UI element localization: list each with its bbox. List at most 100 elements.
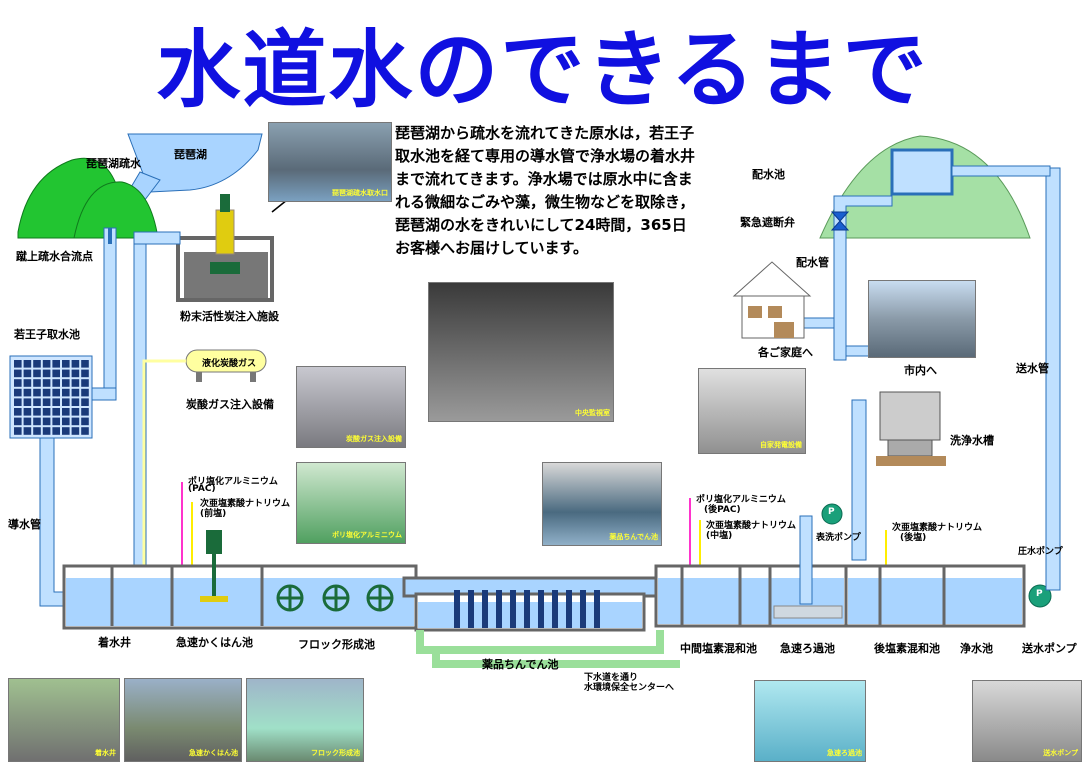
grid-cell — [42, 427, 51, 435]
grid-cell — [42, 417, 51, 426]
label-chakusui: 着水井 — [98, 636, 131, 649]
pipe-wash — [851, 399, 867, 561]
label-atoen: 後塩素混和池 — [874, 642, 940, 655]
grid-cell — [52, 408, 60, 416]
reservoir-tank — [890, 148, 954, 196]
photo-pac-room: ポリ塩化アルミニウム — [296, 462, 406, 544]
grid-cell — [71, 360, 80, 368]
grid-cell — [81, 388, 89, 397]
grid-cell — [33, 388, 41, 397]
grid-cell — [42, 398, 51, 406]
label-powder-carbon: 粉末活性炭注入施設 — [180, 310, 279, 323]
grid-cell — [52, 417, 60, 426]
chinden-plates — [454, 590, 600, 628]
label-pac-2: ポリ塩化アルミニウム — [696, 495, 786, 505]
grid-cell — [42, 379, 51, 387]
grid-cell — [71, 369, 80, 378]
photo-chakusui: 着水井 — [8, 678, 120, 762]
liquid-co2-tank — [185, 349, 267, 382]
powder-carbon-tank — [176, 194, 274, 302]
label-pac-1: ポリ塩化アルミニウム — [188, 477, 278, 487]
label-naocl-2b: (中塩) — [706, 531, 733, 541]
photo-caption: フロック形成池 — [311, 749, 360, 757]
label-co2-facility: 炭酸ガス注入設備 — [186, 398, 274, 411]
label-sewer-1: 下水道を通り — [584, 673, 639, 683]
photo-generator: 自家発電設備 — [698, 368, 806, 454]
grid-cell — [81, 379, 89, 387]
label-josui: 浄水池 — [960, 642, 993, 655]
label-emergency-valve: 緊急遮断弁 — [740, 216, 795, 229]
grid-cell — [23, 369, 32, 378]
grid-cell — [14, 408, 22, 416]
grid-cell — [14, 427, 22, 435]
grid-cell — [52, 427, 60, 435]
label-wash-tank: 洗浄水槽 — [950, 434, 994, 447]
label-keage: 蹴上疏水合流点 — [16, 250, 93, 263]
photo-caption: ポリ塩化アルミニウム — [332, 531, 402, 539]
grid-cell — [62, 427, 70, 435]
wash-water-tank — [876, 391, 946, 466]
pump-glyph-wash: P — [828, 507, 835, 517]
label-naocl-3: 次亜塩素酸ナトリウム — [892, 523, 983, 533]
grid-cell — [71, 398, 80, 406]
grid-cell — [81, 408, 89, 416]
photo-caption: 琵琶湖疏水取水口 — [332, 189, 388, 197]
grid-cell — [23, 427, 32, 435]
label-pac-2b: (後PAC) — [704, 505, 741, 515]
grid-cell — [62, 360, 70, 368]
label-liquid-co2: 液化炭酸ガス — [202, 359, 257, 369]
grid-cell — [42, 360, 51, 368]
grid-cell — [52, 398, 60, 406]
grid-cell — [33, 427, 41, 435]
label-nyakuoji: 若王子取水池 — [14, 328, 80, 341]
label-naocl-2: 次亜塩素酸ナトリウム — [706, 521, 797, 531]
label-naocl-1b: (前塩) — [200, 509, 227, 519]
grid-cell — [81, 398, 89, 406]
grid-cell — [42, 369, 51, 378]
grid-cell — [81, 427, 89, 435]
grid-cell — [62, 398, 70, 406]
grid-cell — [71, 388, 80, 397]
label-naocl-3b: (後塩) — [900, 533, 927, 543]
grid-cell — [81, 417, 89, 426]
filter-media — [773, 605, 843, 619]
photo-chinden: 薬品ちんでん池 — [542, 462, 662, 546]
page-title: 水道水のできるまで — [156, 21, 929, 119]
grid-cell — [52, 388, 60, 397]
rapid-mix-agitator — [200, 530, 228, 602]
grid-cell — [33, 369, 41, 378]
pipe-nyakuoji-link — [91, 387, 117, 401]
pipe-wash-down — [799, 515, 813, 605]
label-sosuikan: 送水管 — [1016, 362, 1049, 375]
lake-biwako — [127, 133, 263, 193]
grid-cell — [14, 417, 22, 426]
drain-pipe — [416, 630, 680, 668]
label-chinden: 薬品ちんでん池 — [482, 658, 559, 671]
grid-cell — [14, 379, 22, 387]
label-naocl-1: 次亜塩素酸ナトリウム — [200, 499, 291, 509]
grid-cell — [62, 417, 70, 426]
label-floc: フロック形成池 — [298, 638, 375, 651]
grid-cell — [23, 408, 32, 416]
pipe-keage-down — [103, 227, 117, 389]
label-haisuichi: 配水池 — [752, 168, 785, 181]
grid-cell — [71, 417, 80, 426]
floc-paddles — [276, 584, 394, 612]
grid-cell — [23, 379, 32, 387]
grid-cell — [14, 360, 22, 368]
grid-cell — [62, 369, 70, 378]
pipe-homes — [799, 317, 835, 329]
pipe-carbon-top — [133, 231, 181, 245]
grid-cell — [23, 398, 32, 406]
grid-cell — [42, 408, 51, 416]
photo-caption: 自家発電設備 — [760, 441, 802, 449]
photo-aerial: 琵琶湖疏水取水口 — [268, 122, 392, 202]
grid-cell — [71, 427, 80, 435]
photo-city — [868, 280, 976, 358]
grid-cell — [71, 408, 80, 416]
pipe-keage-drop — [108, 228, 112, 244]
grid-cell — [52, 369, 60, 378]
photo-kyusoku: 急速かくはん池 — [124, 678, 242, 762]
label-kyusoku-roka: 急速ろ過池 — [780, 642, 835, 655]
